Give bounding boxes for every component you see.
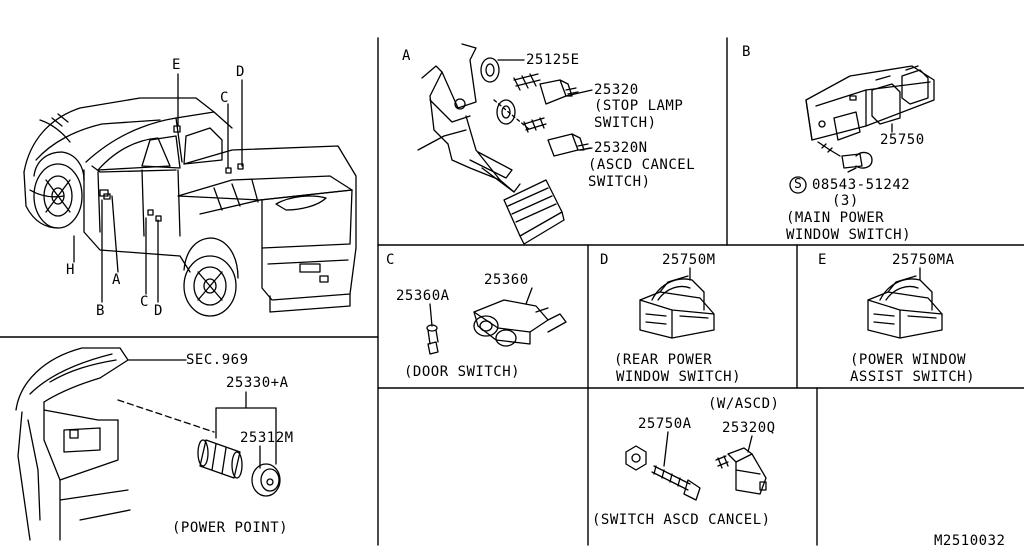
part-25320q-label: 25320Q — [722, 420, 776, 436]
callout-d-bottom: D — [154, 303, 163, 319]
assist-window-caption-2: ASSIST SWITCH) — [850, 369, 976, 385]
door-switch-illustration — [426, 287, 567, 355]
section-e-letter: E — [818, 252, 827, 268]
stop-lamp-desc-2: SWITCH) — [594, 115, 657, 131]
section-b-letter: B — [742, 44, 751, 60]
rear-window-caption-2: WINDOW SWITCH) — [616, 369, 742, 385]
callout-a: A — [112, 272, 121, 288]
callout-h: H — [66, 262, 75, 278]
main-window-caption-1: (MAIN POWER — [786, 210, 885, 226]
rear-window-caption-1: (REAR POWER — [614, 352, 713, 368]
callout-b: B — [96, 303, 105, 319]
sec-969-label: SEC.969 — [186, 352, 249, 368]
door-switch-caption: (DOOR SWITCH) — [404, 364, 521, 380]
part-25312m-label: 25312M — [240, 430, 294, 446]
part-25320n-label: 25320N — [594, 140, 648, 156]
stop-lamp-desc-1: (STOP LAMP — [594, 98, 684, 114]
part-25125e-label: 25125E — [526, 52, 580, 68]
power-point-caption: (POWER POINT) — [172, 520, 289, 536]
main-window-switch-illustration — [789, 65, 935, 194]
callout-c-top: C — [220, 90, 229, 106]
callout-c-bottom: C — [140, 294, 149, 310]
part-25330-label: 25330+A — [226, 375, 289, 391]
switch-ascd-cancel-caption: (SWITCH ASCD CANCEL) — [592, 512, 771, 528]
callout-e: E — [172, 57, 181, 73]
section-a-letter: A — [402, 48, 411, 64]
ascd-cancel-desc-2: SWITCH) — [588, 174, 651, 190]
console-illustration — [15, 347, 281, 541]
truck-illustration — [23, 73, 357, 317]
part-08543-label: 08543-51242 — [812, 177, 911, 193]
part-25360-label: 25360 — [484, 272, 529, 288]
stop-lamp-pedal-illustration — [417, 43, 593, 245]
figure-id: M2510032 — [934, 533, 1006, 549]
part-25750a-label: 25750A — [638, 416, 692, 432]
part-25750ma-label: 25750MA — [892, 252, 955, 268]
assist-window-switch-illustration — [867, 267, 943, 339]
ascd-cancel-illustration — [625, 431, 767, 501]
part-25360a-label: 25360A — [396, 288, 450, 304]
part-25320-label: 25320 — [594, 82, 639, 98]
part-25750m-label: 25750M — [662, 252, 716, 268]
screw-qty-label: (3) — [832, 193, 859, 209]
section-c-letter: C — [386, 252, 395, 268]
assist-window-caption-1: (POWER WINDOW — [850, 352, 967, 368]
section-d-letter: D — [600, 252, 609, 268]
screw-s-mark: S — [794, 177, 803, 192]
part-25750-label: 25750 — [880, 132, 925, 148]
ascd-cancel-desc-1: (ASCD CANCEL — [588, 157, 696, 173]
main-window-caption-2: WINDOW SWITCH) — [786, 227, 912, 243]
rear-window-switch-illustration — [639, 267, 715, 339]
callout-d-top: D — [236, 64, 245, 80]
w-ascd-note: (W/ASCD) — [708, 396, 780, 412]
panel-grid — [0, 37, 1024, 546]
